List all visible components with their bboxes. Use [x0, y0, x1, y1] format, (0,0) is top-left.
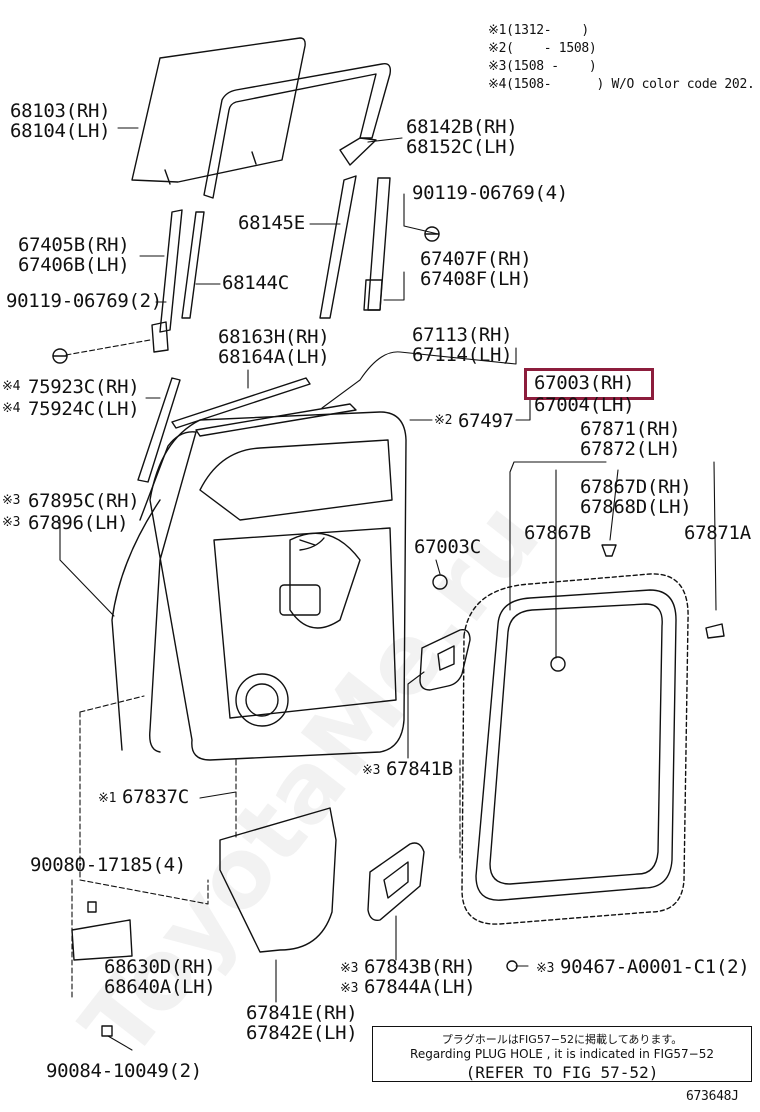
door-glass	[131, 37, 306, 185]
part-label[interactable]: 90084-10049(2)	[46, 1060, 202, 1082]
part-label[interactable]: 68630D(RH)	[104, 956, 216, 978]
part-label[interactable]: 67003C	[414, 536, 481, 558]
mark-note3: ※3	[362, 763, 381, 778]
mark-note3: ※3	[340, 961, 359, 976]
pillar-garnish	[137, 377, 181, 483]
part-label[interactable]: 90119-06769(2)	[6, 290, 162, 312]
part-label[interactable]: 67867B	[524, 522, 591, 544]
part-label[interactable]: 68163H(RH)	[218, 326, 330, 348]
leader-lines	[59, 127, 717, 1051]
part-label[interactable]: 67868D(LH)	[580, 496, 692, 518]
part-label[interactable]: 68152C(LH)	[406, 136, 518, 158]
part-label[interactable]: 67871A	[684, 522, 751, 544]
highlight-box	[524, 368, 654, 400]
mark-note3: ※3	[2, 493, 21, 508]
rear-channel	[319, 175, 391, 319]
part-label[interactable]: 67407F(RH)	[420, 248, 532, 270]
part-label[interactable]: 67841E(RH)	[246, 1002, 358, 1024]
handle-bezel	[419, 629, 471, 691]
part-label[interactable]: 68103(RH)	[10, 100, 111, 122]
mark-note3: ※3	[2, 515, 21, 530]
part-label[interactable]: 75924C(LH)	[28, 398, 140, 420]
note-4: ※4(1508- ) W/O color code 202.	[488, 77, 755, 92]
part-label[interactable]: 68640A(LH)	[104, 976, 216, 998]
refer-link[interactable]: (REFER TO FIG 57-52)	[465, 1063, 659, 1082]
plug-67003c	[432, 574, 448, 590]
part-label[interactable]: 67842E(LH)	[246, 1022, 358, 1044]
part-label[interactable]: 67896(LH)	[28, 512, 129, 534]
plug-hole-note: プラグホールはFIG57−52に掲載してあります。 Regarding PLUG…	[372, 1026, 752, 1082]
part-label[interactable]: 68104(LH)	[10, 120, 111, 142]
part-label[interactable]: 68144C	[222, 272, 289, 294]
part-label[interactable]: 67872(LH)	[580, 438, 681, 460]
part-label[interactable]: 67843B(RH)	[364, 956, 476, 978]
glass-run-frame	[203, 63, 392, 199]
part-label[interactable]: 67406B(LH)	[18, 254, 130, 276]
mark-note3: ※3	[536, 961, 555, 976]
plug-hole-outline	[461, 573, 689, 925]
door-panel	[139, 411, 407, 761]
part-label[interactable]: 67844A(LH)	[364, 976, 476, 998]
figure-code: 673648J	[686, 1089, 739, 1104]
note-3: ※3(1508 - )	[488, 59, 597, 74]
mark-note1: ※1	[98, 791, 117, 806]
belt-molding	[171, 377, 357, 437]
part-label[interactable]: 67408F(LH)	[420, 268, 532, 290]
part-label[interactable]: 90119-06769(4)	[412, 182, 568, 204]
part-label[interactable]: 90467-A0001-C1(2)	[560, 956, 750, 978]
mark-note2: ※2	[434, 413, 453, 428]
inside-handle	[367, 842, 425, 921]
part-label[interactable]: 68145E	[238, 212, 305, 234]
hole-cover	[219, 807, 337, 953]
part-label[interactable]: 67871(RH)	[580, 418, 681, 440]
door-check-wire	[111, 499, 161, 751]
part-label[interactable]: 68142B(RH)	[406, 116, 518, 138]
part-label[interactable]: 67867D(RH)	[580, 476, 692, 498]
mark-note4: ※4	[2, 401, 21, 416]
division-bar-front	[151, 209, 205, 353]
hinge	[71, 901, 133, 1037]
part-label[interactable]: 67837C	[122, 786, 189, 808]
part-label[interactable]: 67113(RH)	[412, 324, 513, 346]
part-label[interactable]: 67405B(RH)	[18, 234, 130, 256]
mark-note3: ※3	[340, 981, 359, 996]
part-label-highlighted[interactable]: 67003(RH)	[534, 372, 635, 394]
part-label[interactable]: 67114(LH)	[412, 344, 513, 366]
door-weatherstrip	[475, 589, 677, 901]
part-label[interactable]: 75923C(RH)	[28, 376, 140, 398]
note-japanese: プラグホールはFIG57−52に掲載してあります。	[441, 1033, 683, 1046]
part-label[interactable]: 67895C(RH)	[28, 490, 140, 512]
part-label[interactable]: 67497	[458, 410, 514, 432]
part-label[interactable]: 67841B	[386, 758, 453, 780]
mark-note4: ※4	[2, 379, 21, 394]
note-1: ※1(1312- )	[488, 23, 589, 38]
clips	[550, 544, 725, 672]
part-label[interactable]: 68164A(LH)	[218, 346, 330, 368]
note-english: Regarding PLUG HOLE , it is indicated in…	[410, 1047, 714, 1061]
part-label[interactable]: 90080-17185(4)	[30, 854, 186, 876]
note-2: ※2( - 1508)	[488, 41, 597, 56]
part-label[interactable]: 67004(LH)	[534, 394, 635, 416]
